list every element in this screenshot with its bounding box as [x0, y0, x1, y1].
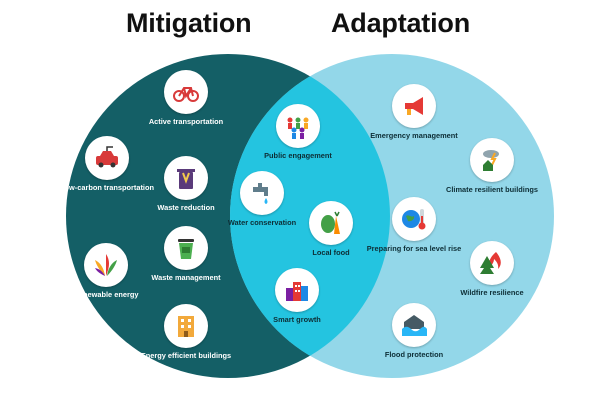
- recycling-bin-icon: [164, 226, 208, 270]
- flood-protection-label: Flood protection: [384, 350, 444, 359]
- water-conservation-label: Water conservation: [227, 218, 297, 227]
- bicycle-icon: [164, 70, 208, 114]
- smart-growth-item: Smart growth: [247, 268, 347, 325]
- flood-wave-icon: [392, 303, 436, 347]
- globe-thermometer-icon: [392, 197, 436, 241]
- public-engagement-label: Public engagement: [264, 151, 332, 160]
- mitigation-title: Mitigation: [126, 8, 252, 38]
- energy-efficient-buildings-label: Energy efficient buildings: [140, 351, 232, 360]
- electric-car-icon: [85, 136, 129, 180]
- local-food-item: Local food: [281, 201, 381, 258]
- flood-protection-item: Flood protection: [364, 303, 464, 360]
- local-food-label: Local food: [312, 248, 350, 257]
- low-carbon-transportation-item: Low-carbon transportation: [57, 136, 157, 193]
- building-icon: [164, 304, 208, 348]
- waste-reduction-item: Waste reduction: [136, 156, 236, 213]
- sea-level-rise-label: Preparing for sea level rise: [366, 244, 462, 253]
- sea-level-rise-item: Preparing for sea level rise: [364, 197, 464, 254]
- public-engagement-item: Public engagement: [248, 104, 348, 161]
- emergency-management-label: Emergency management: [370, 131, 458, 140]
- active-transportation-item: Active transportation: [136, 70, 236, 127]
- wildfire-icon: [470, 241, 514, 285]
- waste-management-item: Waste management: [136, 226, 236, 283]
- renewable-energy-item: Renewable energy: [56, 243, 156, 300]
- trash-bin-icon: [164, 156, 208, 200]
- wildfire-resilience-label: Wildfire resilience: [460, 288, 524, 297]
- active-transportation-label: Active transportation: [148, 117, 224, 126]
- vegetables-icon: [309, 201, 353, 245]
- faucet-icon: [240, 171, 284, 215]
- wildfire-resilience-item: Wildfire resilience: [442, 241, 542, 298]
- smart-growth-label: Smart growth: [273, 315, 321, 324]
- climate-resilient-buildings-item: Climate resilient buildings: [442, 138, 542, 195]
- emergency-management-item: Emergency management: [364, 84, 464, 141]
- energy-efficient-buildings-item: Energy efficient buildings: [136, 304, 236, 361]
- climate-resilient-buildings-label: Climate resilient buildings: [446, 185, 538, 194]
- megaphone-icon: [392, 84, 436, 128]
- waste-management-label: Waste management: [151, 273, 221, 282]
- people-icon: [276, 104, 320, 148]
- leaves-icon: [84, 243, 128, 287]
- water-conservation-item: Water conservation: [212, 171, 312, 228]
- waste-reduction-label: Waste reduction: [157, 203, 215, 212]
- adaptation-title: Adaptation: [331, 8, 470, 38]
- storm-house-icon: [470, 138, 514, 182]
- city-icon: [275, 268, 319, 312]
- renewable-energy-label: Renewable energy: [73, 290, 139, 299]
- low-carbon-transportation-label: Low-carbon transportation: [59, 183, 155, 192]
